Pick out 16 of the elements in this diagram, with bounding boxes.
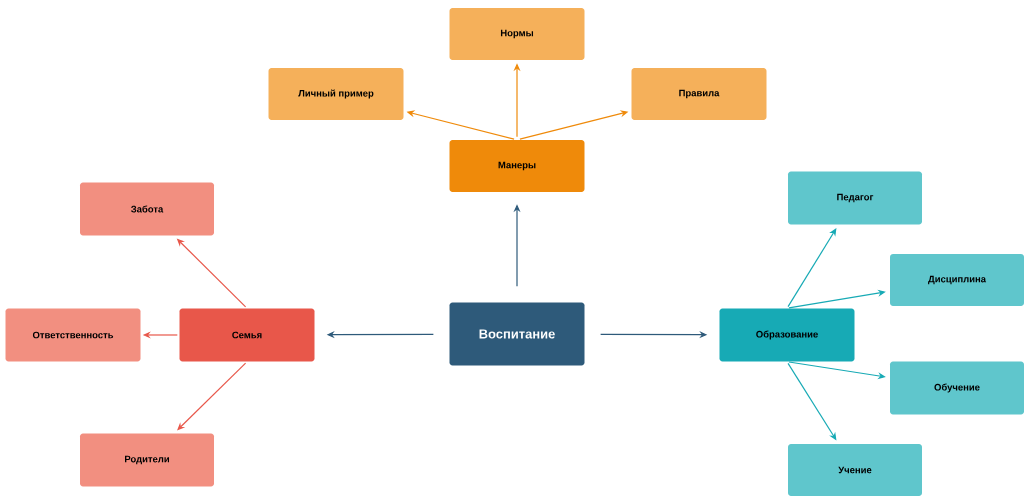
concept-box: Педагог (788, 171, 922, 225)
arrow (177, 362, 247, 431)
concept-box: Личный пример (268, 68, 404, 120)
concept-box: Семья (179, 308, 315, 362)
concept-box: Обучение (890, 361, 1024, 415)
concept-box: Образование (719, 308, 855, 362)
concept-box: Правила (631, 68, 767, 120)
concept-box: Ответственность (5, 308, 141, 362)
concept-box: Нормы (449, 8, 585, 60)
concept-box: Учение (788, 444, 922, 496)
arrow (787, 228, 837, 308)
concept-box: Воспитание (449, 302, 585, 366)
concept-box: Забота (80, 182, 214, 236)
concept-box: Манеры (449, 140, 585, 192)
concept-box: Дисциплина (890, 254, 1024, 306)
concept-box: Родители (80, 433, 214, 487)
